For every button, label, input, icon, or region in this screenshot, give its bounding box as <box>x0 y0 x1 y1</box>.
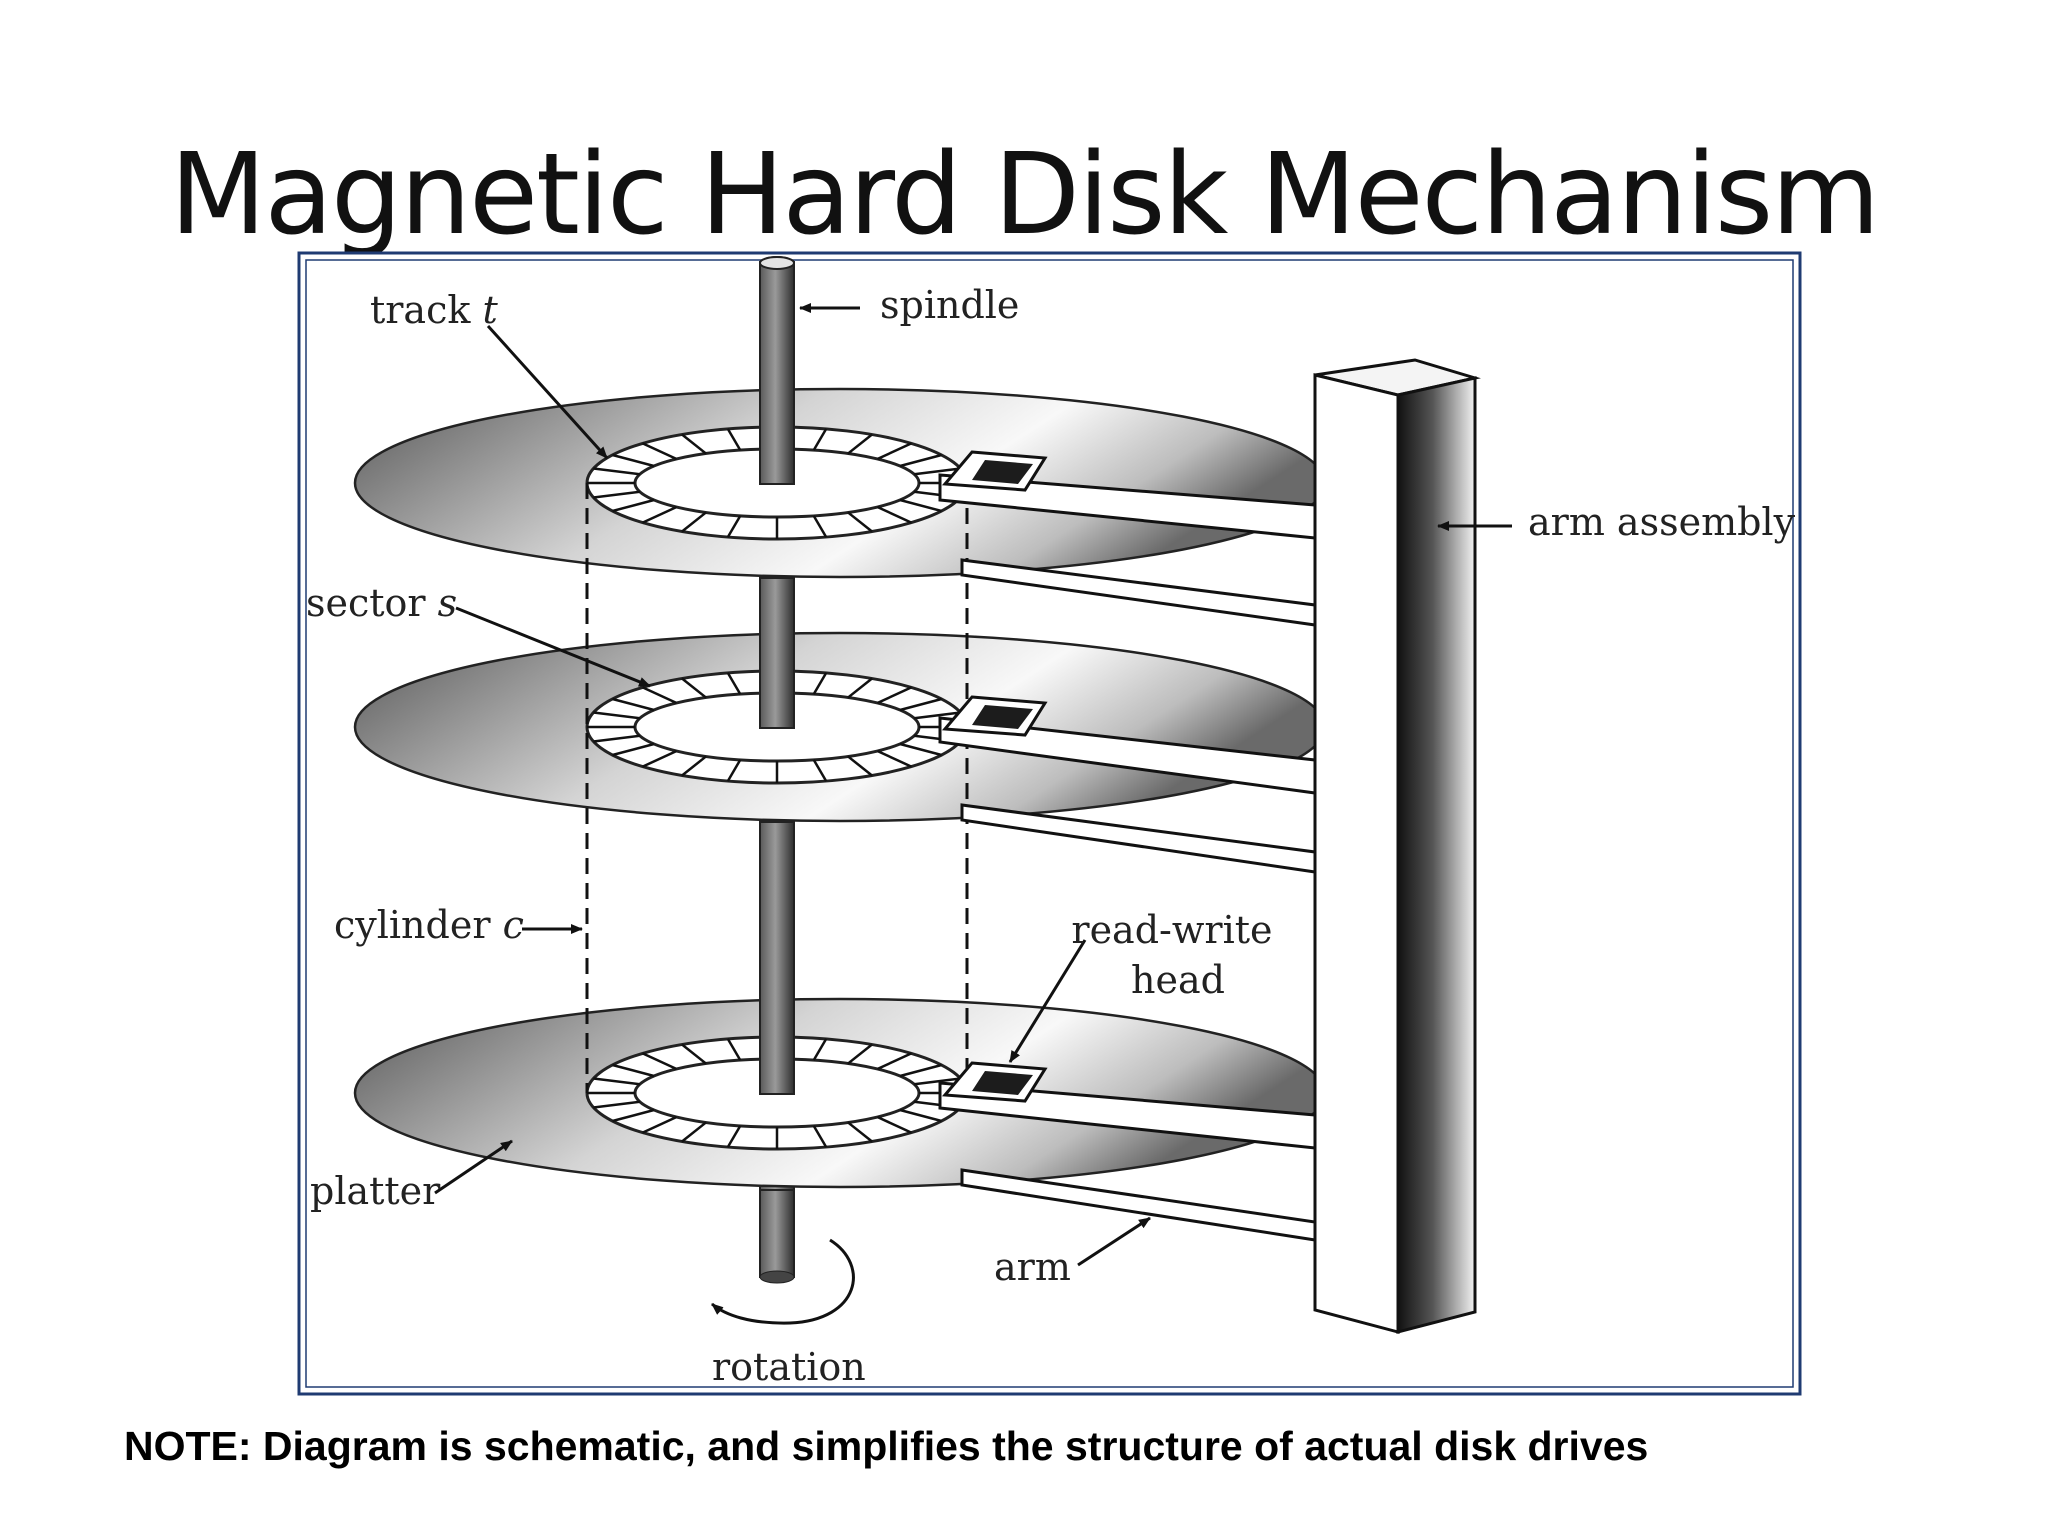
read-write-heads <box>941 450 1048 1103</box>
sector-division <box>726 672 742 695</box>
label-sector: sector s <box>306 581 457 625</box>
sector-division <box>726 1125 742 1148</box>
platter-middle <box>353 631 1327 823</box>
sector-division <box>681 677 707 699</box>
sector-division <box>681 755 707 777</box>
sector-division <box>593 490 640 499</box>
sector-division <box>899 1063 942 1078</box>
sector-division <box>593 711 640 720</box>
sector-division <box>612 697 655 712</box>
sector-division <box>612 498 655 513</box>
footnote: NOTE: Diagram is schematic, and simplifi… <box>124 1423 1649 1469</box>
platter-bottom <box>353 997 1327 1189</box>
sector-division <box>593 467 640 476</box>
sector-division <box>593 734 640 743</box>
sector-division <box>612 742 655 757</box>
sector-division <box>642 442 678 461</box>
sector-division <box>642 749 678 768</box>
sector-division <box>899 1108 942 1123</box>
sector-division <box>914 467 961 476</box>
sector-division <box>876 1052 912 1071</box>
sector-division <box>899 742 942 757</box>
sector-division <box>847 1121 873 1143</box>
sector-division <box>612 1063 655 1078</box>
sector-division <box>593 1077 640 1086</box>
sector-division <box>642 1115 678 1134</box>
sector-division <box>812 672 828 695</box>
label-read-write-head: read-write head <box>1071 908 1284 1002</box>
sector-division <box>593 1100 640 1109</box>
sector-division <box>612 1108 655 1123</box>
sector-division <box>642 686 678 705</box>
sector-division <box>876 686 912 705</box>
sector-division <box>914 711 961 720</box>
sector-division <box>876 442 912 461</box>
sector-division <box>812 759 828 782</box>
sector-division <box>726 759 742 782</box>
sector-division <box>812 1125 828 1148</box>
sector-division <box>876 505 912 524</box>
sector-division <box>681 433 707 455</box>
sector-division <box>847 433 873 455</box>
sector-division <box>642 1052 678 1071</box>
sector-division <box>876 749 912 768</box>
sector-division <box>681 1121 707 1143</box>
slide-title: Magnetic Hard Disk Mechanism <box>169 130 1881 260</box>
arm-assembly-pillar <box>1313 358 1481 1334</box>
platter-top <box>353 387 1327 579</box>
sector-division <box>681 511 707 533</box>
label-arm: arm <box>994 1245 1071 1289</box>
label-platter: platter <box>310 1169 441 1213</box>
sector-division <box>726 1038 742 1061</box>
rotation-arrow <box>711 1238 855 1325</box>
sector-division <box>612 453 655 468</box>
sector-division <box>899 453 942 468</box>
label-track: track t <box>370 288 498 332</box>
sector-division <box>726 515 742 538</box>
sector-division <box>812 1038 828 1061</box>
sector-division <box>847 677 873 699</box>
sector-division <box>876 1115 912 1134</box>
label-spindle: spindle <box>880 283 1019 327</box>
sector-division <box>914 1077 961 1086</box>
sector-division <box>812 515 828 538</box>
sector-division <box>899 697 942 712</box>
sector-division <box>847 1043 873 1065</box>
sector-division <box>681 1043 707 1065</box>
spindle-visible-segments <box>759 256 795 1284</box>
sector-division <box>812 428 828 451</box>
sector-division <box>899 498 942 513</box>
callout-leaders <box>434 303 1512 1267</box>
label-arm-assembly: arm assembly <box>1528 500 1796 544</box>
label-rotation: rotation <box>712 1345 866 1389</box>
sector-division <box>642 505 678 524</box>
label-cylinder: cylinder c <box>334 903 524 947</box>
sector-division <box>847 511 873 533</box>
upper-arms <box>938 473 1317 1242</box>
cylinder-outline <box>585 483 969 1093</box>
sector-division <box>847 755 873 777</box>
sector-division <box>726 428 742 451</box>
